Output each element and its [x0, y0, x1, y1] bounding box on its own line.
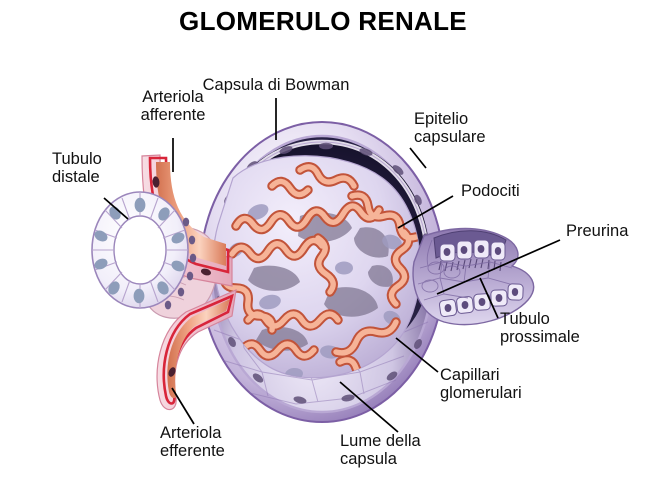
- leader-capillari-glomerulari: [395, 337, 439, 373]
- leader-podociti: [397, 195, 454, 229]
- label-tubulo-prossimale: Tubulo prossimale: [500, 310, 580, 347]
- page-title: GLOMERULO RENALE: [179, 6, 467, 36]
- label-epitelio-capsulare: Epitelio capsulare: [414, 110, 486, 147]
- label-lume-della-capsula: Lume della capsula: [340, 432, 421, 469]
- leader-preurina: [436, 239, 561, 295]
- label-capillari-glomerulari: Capillari glomerulari: [440, 366, 522, 403]
- leader-tubulo-distale: [103, 197, 129, 220]
- label-podociti: Podociti: [461, 182, 520, 200]
- leader-lume-della-capsula: [339, 381, 399, 433]
- tubulo-distale-shape: [91, 191, 197, 310]
- leader-arteriola-efferente: [171, 387, 195, 425]
- tubulo-prossimale-shape: [412, 227, 535, 326]
- label-capsula-di-bowman: Capsula di Bowman: [202, 76, 350, 94]
- leader-lines: [103, 98, 561, 433]
- label-preurina: Preurina: [566, 222, 629, 240]
- glomerulo-tuft: [213, 155, 421, 379]
- label-arteriola-efferente: Arteriola efferente: [160, 424, 225, 461]
- label-tubulo-distale: Tubulo distale: [52, 150, 102, 187]
- leader-epitelio-capsulare: [409, 147, 427, 169]
- label-arteriola-afferente: Arteriola afferente: [140, 88, 206, 125]
- leader-tubulo-prossimale: [479, 277, 499, 319]
